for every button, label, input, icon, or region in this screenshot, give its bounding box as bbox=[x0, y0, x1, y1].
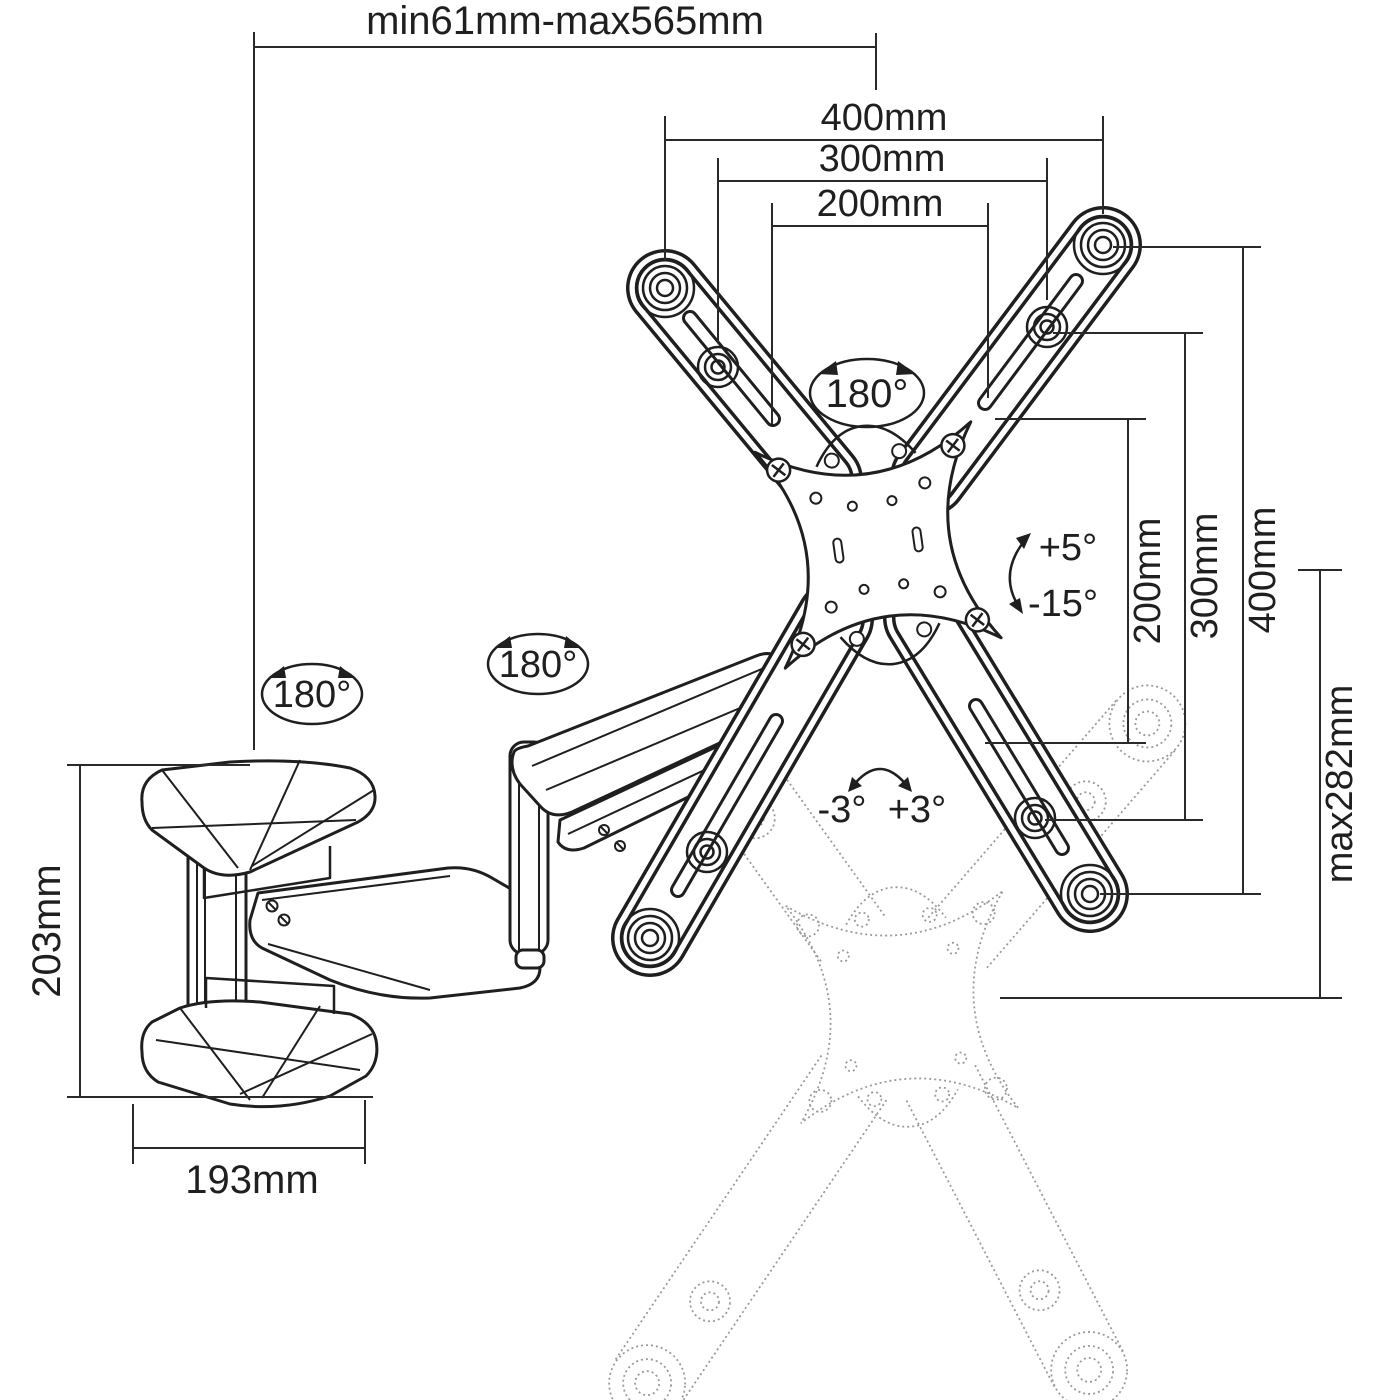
dim-max-drop-label: max282mm bbox=[1319, 685, 1361, 884]
arm-end-grommets bbox=[619, 214, 1134, 969]
swivel-arm-label: 180° bbox=[499, 644, 578, 686]
dim-width-300 bbox=[717, 158, 1048, 342]
level-right-label: +3° bbox=[888, 789, 947, 831]
post-bottom-knob bbox=[514, 948, 546, 970]
plate-vesa-holes bbox=[809, 476, 947, 614]
dim-width-200 bbox=[771, 203, 989, 424]
swivel-arrow-left-icon bbox=[818, 361, 838, 375]
swivel-annotation-wall: 180° bbox=[260, 662, 364, 726]
arm-bottom-left bbox=[611, 580, 874, 977]
dim-extension-range-label: min61mm-max565mm bbox=[366, 0, 764, 43]
tilt-annotation: +5° -15° bbox=[1008, 527, 1098, 625]
wall-pad-bottom-clamp bbox=[204, 976, 336, 1014]
vesa-plate bbox=[753, 420, 1003, 670]
ghost-vesa-bracket bbox=[608, 684, 1187, 1400]
dimension-lines bbox=[67, 32, 1342, 1164]
dim-max-drop bbox=[1000, 569, 1342, 999]
swivel-wall-label: 180° bbox=[273, 674, 352, 716]
vesa-extension-arms bbox=[611, 206, 1142, 977]
wall-pad-top bbox=[140, 759, 377, 900]
ghost-vesa-plate bbox=[784, 886, 1020, 1128]
wall-column bbox=[186, 856, 248, 1012]
swivel-annotation-arm: 180° bbox=[486, 632, 590, 696]
lower-link-arm bbox=[248, 866, 542, 1000]
swivel-annotation-plate: 180° bbox=[808, 357, 926, 429]
swivel-arrow-right-icon bbox=[564, 636, 581, 648]
swivel-arrow-left-icon bbox=[269, 666, 286, 678]
dim-extension-range bbox=[253, 32, 877, 750]
swivel-arrow-left-icon bbox=[495, 636, 512, 648]
tilt-up-label: +5° bbox=[1039, 527, 1098, 569]
dim-wall-width bbox=[132, 1100, 366, 1164]
plate-bottom-bridge bbox=[839, 622, 941, 666]
tilt-down-label: -15° bbox=[1028, 583, 1098, 625]
plate-bridge-screws bbox=[823, 443, 933, 647]
arm-bottom-right bbox=[883, 579, 1129, 933]
dim-width-300-label: 300mm bbox=[819, 138, 946, 180]
dim-height-200 bbox=[985, 418, 1146, 744]
swivel-arrow-right-icon bbox=[338, 666, 355, 678]
tilt-arrow-down-icon bbox=[1009, 598, 1023, 614]
level-annotation: -3° +3° bbox=[818, 767, 947, 831]
dim-wall-height bbox=[67, 764, 373, 1098]
wall-pad-top-clamp bbox=[202, 846, 332, 900]
link-arm-screws bbox=[265, 899, 291, 927]
dim-height-400 bbox=[1100, 246, 1261, 895]
dim-height-300-label: 300mm bbox=[1184, 513, 1226, 640]
wall-pad-bottom bbox=[140, 976, 379, 1109]
dim-width-200-label: 200mm bbox=[817, 183, 944, 225]
level-arrow-right-icon bbox=[898, 777, 912, 792]
dim-height-400-label: 400mm bbox=[1242, 507, 1284, 634]
dim-width-400 bbox=[664, 116, 1104, 260]
dim-height-200-label: 200mm bbox=[1127, 518, 1169, 645]
level-left-label: -3° bbox=[818, 789, 867, 831]
swivel-arrow-right-icon bbox=[896, 361, 916, 375]
dim-width-400-label: 400mm bbox=[821, 97, 948, 139]
dim-height-300 bbox=[1045, 332, 1203, 821]
arm-mid-washers bbox=[685, 305, 1069, 874]
dim-wall-height-label: 203mm bbox=[25, 864, 69, 997]
tilt-arrow-up-icon bbox=[1016, 533, 1031, 549]
dim-wall-width-label: 193mm bbox=[185, 1158, 318, 1202]
gas-arm-screws bbox=[598, 824, 626, 852]
swivel-plate-label: 180° bbox=[826, 372, 909, 416]
plate-corner-screws bbox=[765, 432, 991, 658]
level-arrow-left-icon bbox=[848, 777, 862, 792]
arm-top-left bbox=[626, 249, 863, 519]
